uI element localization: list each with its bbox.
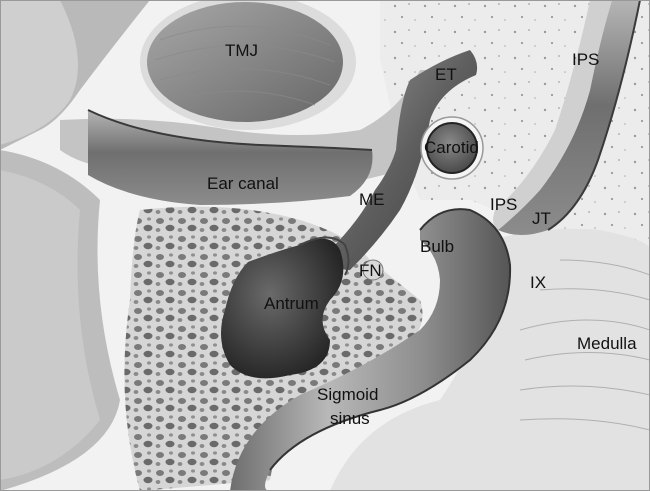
- label-medulla: Medulla: [577, 335, 637, 352]
- label-ips-top: IPS: [572, 51, 599, 68]
- label-jt: JT: [532, 210, 551, 227]
- label-ips-mid: IPS: [490, 196, 517, 213]
- label-ix: IX: [530, 274, 546, 291]
- label-tmj: TMJ: [225, 42, 258, 59]
- label-me: ME: [359, 191, 385, 208]
- label-sinus: sinus: [330, 410, 370, 427]
- label-fn: FN: [359, 262, 382, 279]
- label-sigmoid: Sigmoid: [317, 386, 378, 403]
- label-bulb: Bulb: [420, 238, 454, 255]
- label-et: ET: [435, 66, 457, 83]
- label-ear-canal: Ear canal: [207, 175, 279, 192]
- label-antrum: Antrum: [264, 295, 319, 312]
- label-carotid: Carotid: [424, 139, 479, 156]
